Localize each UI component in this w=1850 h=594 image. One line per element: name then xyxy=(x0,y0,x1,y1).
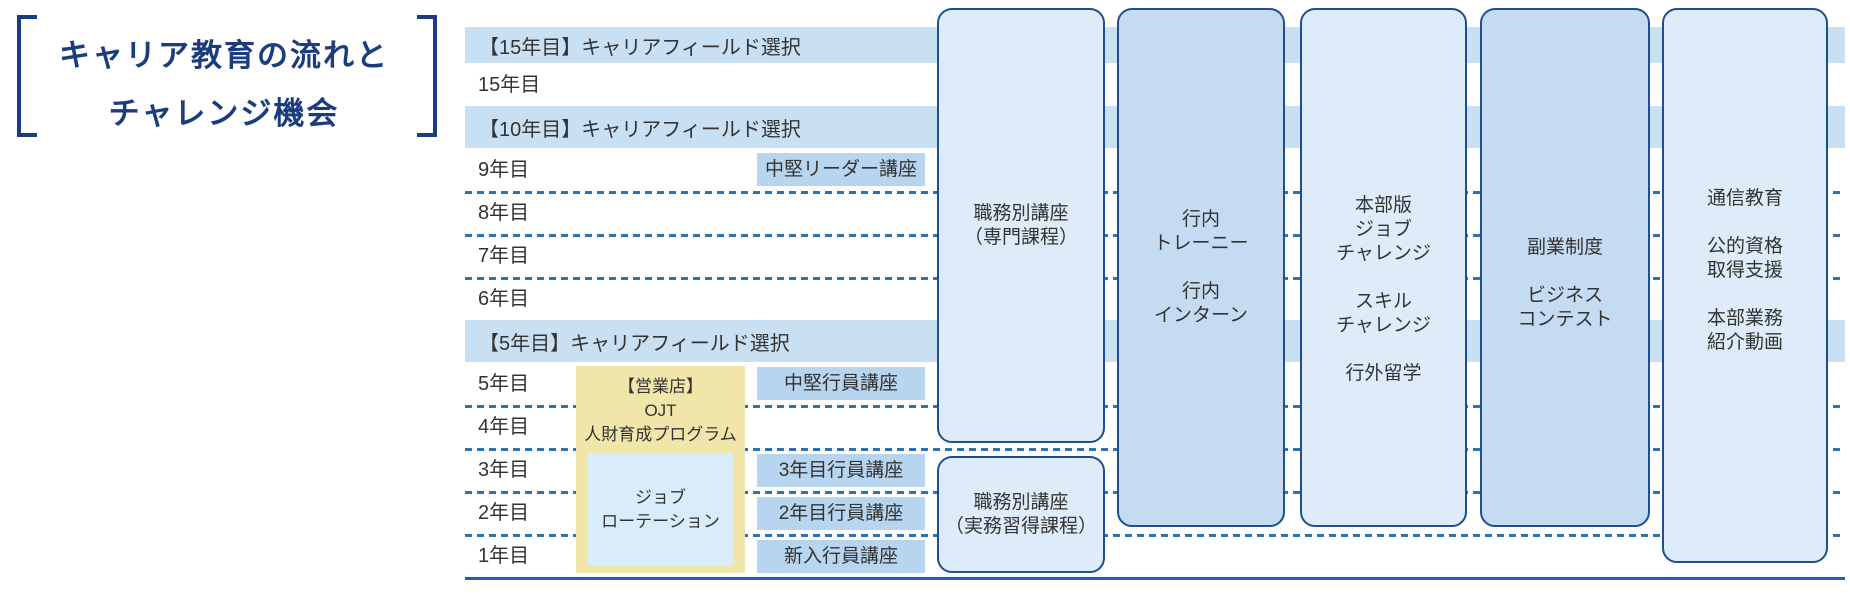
title-bracket-left xyxy=(17,15,37,137)
year-label-6: 6年目 xyxy=(478,288,530,310)
title-bracket-right xyxy=(417,15,437,137)
program-box-trainee-intern: 行内 トレーニー 行内 インターン xyxy=(1117,8,1285,527)
course-label-3rd-year: 3年目行員講座 xyxy=(757,454,925,487)
year-label-7: 7年目 xyxy=(478,245,530,267)
year-label-9: 9年目 xyxy=(478,159,530,181)
program-box-job-course-senmon: 職務別講座 （専門課程） xyxy=(937,8,1105,443)
job-rotation-box: ジョブ ローテーション xyxy=(588,453,733,566)
program-box-correspondence-education: 通信教育 公的資格 取得支援 本部業務 紹介動画 xyxy=(1662,8,1828,563)
job-rotation-label: ジョブ ローテーション xyxy=(601,487,720,531)
ojt-program-heading: 【営業店】 OJT 人財育成プログラム xyxy=(584,377,737,444)
band-year15-label: 【15年目】キャリアフィールド選択 xyxy=(479,36,801,59)
page-title-line1: キャリア教育の流れと xyxy=(59,38,389,73)
course-label-mid-leader: 中堅リーダー講座 xyxy=(757,153,925,186)
band-year10-label: 【10年目】キャリアフィールド選択 xyxy=(479,118,801,141)
row-divider-2-1 xyxy=(465,534,1845,537)
program-box-side-job-contest: 副業制度 ビジネス コンテスト xyxy=(1480,8,1650,527)
year-label-8: 8年目 xyxy=(478,202,530,224)
year-label-1: 1年目 xyxy=(478,545,530,567)
year-label-15: 15年目 xyxy=(478,74,541,96)
program-box-job-skill-challenge: 本部版 ジョブ チャレンジ スキル チャレンジ 行外留学 xyxy=(1300,8,1467,527)
year-label-3: 3年目 xyxy=(478,459,530,481)
year-label-4: 4年目 xyxy=(478,416,530,438)
year-label-2: 2年目 xyxy=(478,502,530,524)
timeline-baseline xyxy=(465,577,1845,580)
page-title-line2: チャレンジ機会 xyxy=(108,96,340,131)
band-year5-label: 【5年目】キャリアフィールド選択 xyxy=(479,332,790,355)
program-box-job-course-jitsumu: 職務別講座 （実務習得課程） xyxy=(937,456,1105,573)
course-label-2nd-year: 2年目行員講座 xyxy=(757,497,925,530)
course-label-mid-staff: 中堅行員講座 xyxy=(757,367,925,400)
year-label-5: 5年目 xyxy=(478,373,530,395)
course-label-new-staff: 新入行員講座 xyxy=(757,540,925,573)
